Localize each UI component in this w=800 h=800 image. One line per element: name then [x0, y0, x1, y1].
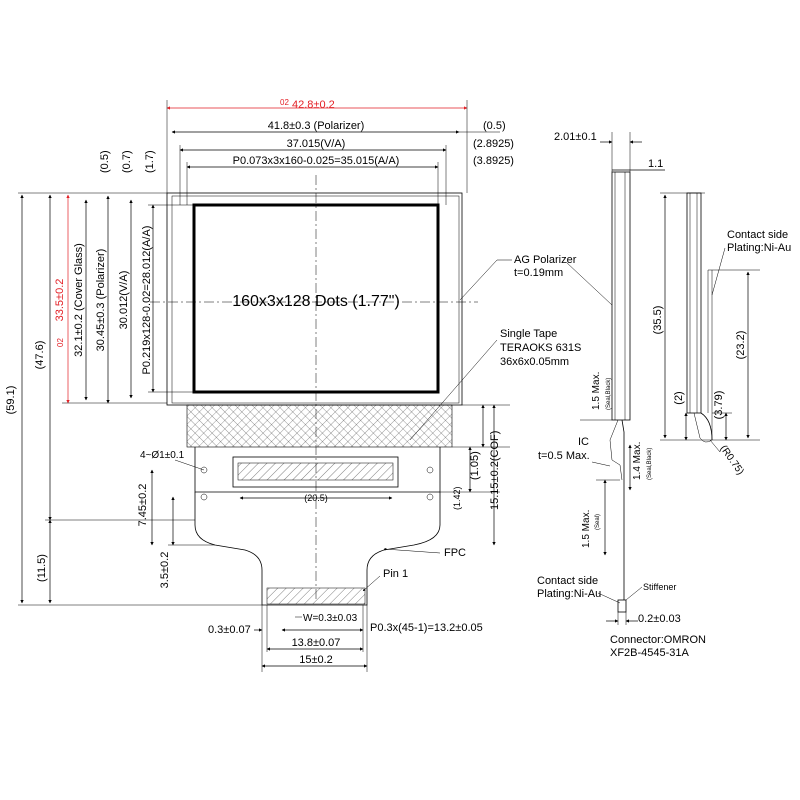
hole-top-right — [426, 466, 434, 474]
connector-pins — [266, 587, 366, 605]
plating-1: Plating:Ni-Au — [727, 242, 791, 254]
r-0-75-text: (R0.75) — [718, 443, 746, 477]
contact-leader-1 — [711, 247, 726, 296]
polarizer-height-text: 30.45±0.3 (Polarizer) — [95, 249, 107, 352]
active-height-text: P0.219x128-0.02=28.012(A/A) — [141, 226, 153, 375]
seal-note-3: (Seal) — [595, 514, 601, 530]
plating-2: Plating:Ni-Au — [537, 588, 601, 600]
ag-polarizer-text: AG Polarizer — [514, 254, 577, 266]
seal-note-1: (Seal,Black) — [606, 378, 612, 410]
d-0-5-text: (0.5) — [99, 150, 111, 173]
side2-bend — [700, 412, 713, 441]
d-7-45-text: 7.45±0.2 — [137, 484, 149, 527]
fpc-leader — [383, 547, 441, 554]
connector-text-2: XF2B-4545-31A — [610, 647, 690, 659]
front-view: 160x3x128 Dots (1.77") 02 42.8±0.2 41.8±… — [5, 98, 581, 672]
cover-glass-text: 32.1±0.2 (Cover Glass) — [73, 243, 85, 357]
cof-text: 15.15±0.2(COF) — [489, 431, 501, 510]
pin1-leader — [362, 575, 381, 592]
single-tape — [186, 404, 453, 448]
contact-side-1: Contact side — [727, 229, 788, 241]
d-0-3-text: 0.3±0.07 — [208, 624, 251, 636]
pin1-text: Pin 1 — [383, 568, 408, 580]
d-1-7-text: (1.7) — [144, 150, 156, 173]
contact-leader-2 — [597, 592, 621, 604]
polarizer-width-text: 41.8±0.3 (Polarizer) — [268, 120, 365, 132]
ic-leader — [591, 461, 611, 467]
height-text: 33.5±0.2 — [54, 279, 66, 322]
ic-text-1: IC — [578, 436, 589, 448]
total-height-text: (59.1) — [5, 386, 17, 415]
ic-outline — [232, 456, 399, 488]
hole-top-left — [200, 466, 208, 474]
w-text: W=0.3±0.03 — [303, 613, 358, 624]
pitch-text: P0.3x(45-1)=13.2±0.05 — [370, 622, 483, 634]
side-ic — [609, 419, 623, 481]
side-flex — [621, 419, 625, 600]
d-20-5-text: (20.5) — [304, 493, 328, 503]
seal-max-3: 1.5 Max. — [581, 510, 592, 548]
d-13-8-text: 13.8±0.07 — [292, 637, 341, 649]
d-3-79-text: (3.79) — [713, 391, 725, 420]
connector-text-1: Connector:OMRON — [610, 634, 706, 646]
ic-hatch — [237, 462, 394, 481]
ag-thickness-text: t=0.19mm — [514, 267, 563, 279]
d-1-1-text: 1.1 — [648, 158, 663, 170]
viewing-width-text: 37.015(V/A) — [287, 138, 346, 150]
seal-max-1: 1.5 Max. — [591, 372, 602, 410]
side2-bend-inner — [693, 412, 713, 443]
seal-max-2: 1.4 Max. — [632, 442, 643, 480]
holes-note: 4~Ø1±0.1 — [140, 450, 185, 461]
stiffener-leader — [625, 586, 643, 601]
d-1-05-text: (1.05) — [469, 451, 481, 480]
tape-line-1: Single Tape — [500, 328, 557, 340]
holes-leader — [174, 459, 205, 471]
overall-width-text: 42.8±0.2 — [292, 99, 335, 111]
side-panel — [611, 171, 631, 421]
polarizer-outline — [171, 195, 460, 404]
cof-outline — [194, 447, 441, 493]
ag-leader-side — [565, 261, 613, 306]
d-0-2-text: 0.2±0.03 — [638, 613, 681, 625]
overall-mark: 02 — [280, 98, 289, 107]
hole-bottom-left — [200, 493, 208, 501]
tape-line-2: TERAOKS 631S — [500, 342, 581, 354]
active-right-text: (3.8925) — [473, 155, 514, 167]
tape-leader — [409, 339, 498, 441]
d-11-5-text: (11.5) — [36, 554, 48, 582]
contact-side-2: Contact side — [537, 575, 598, 587]
d-3-5-text: 3.5±0.2 — [159, 552, 171, 589]
ag-leader — [459, 259, 498, 301]
d-47-6-text: (47.6) — [34, 341, 46, 370]
height-mark: 02 — [56, 338, 65, 347]
d-2-text: (2) — [673, 391, 685, 404]
d-0-7-text: (0.7) — [121, 150, 133, 173]
d-23-2-text: (23.2) — [735, 331, 747, 360]
d-1-42-text: (1.42) — [452, 486, 462, 510]
r-leader — [709, 439, 721, 453]
active-width-text: P0.073x3x160-0.025=35.015(A/A) — [233, 155, 400, 167]
thickness-text: 2.01±0.1 — [554, 131, 597, 143]
polarizer-right-text: (0.5) — [483, 120, 506, 132]
fpc-tail — [194, 492, 441, 606]
hole-bottom-right — [426, 493, 434, 501]
side-connector — [617, 599, 627, 613]
tape-line-3: 36x6x0.05mm — [500, 356, 569, 368]
seal-note-2: (Seal,Black) — [647, 448, 653, 480]
ic-text-2: t=0.5 Max. — [538, 450, 590, 462]
stiffener-text: Stiffener — [643, 582, 676, 592]
viewing-right-text: (2.8925) — [473, 138, 514, 150]
d-35-5-text: (35.5) — [652, 306, 664, 335]
d-15-text: 15±0.2 — [299, 654, 333, 666]
viewing-height-text: 30.012(V/A) — [118, 271, 130, 330]
side-view: 2.01±0.1 1.1 1.5 Max. (Seal,Black) IC t=… — [537, 131, 791, 659]
fpc-text: FPC — [444, 547, 466, 559]
side2-panel — [686, 192, 702, 414]
